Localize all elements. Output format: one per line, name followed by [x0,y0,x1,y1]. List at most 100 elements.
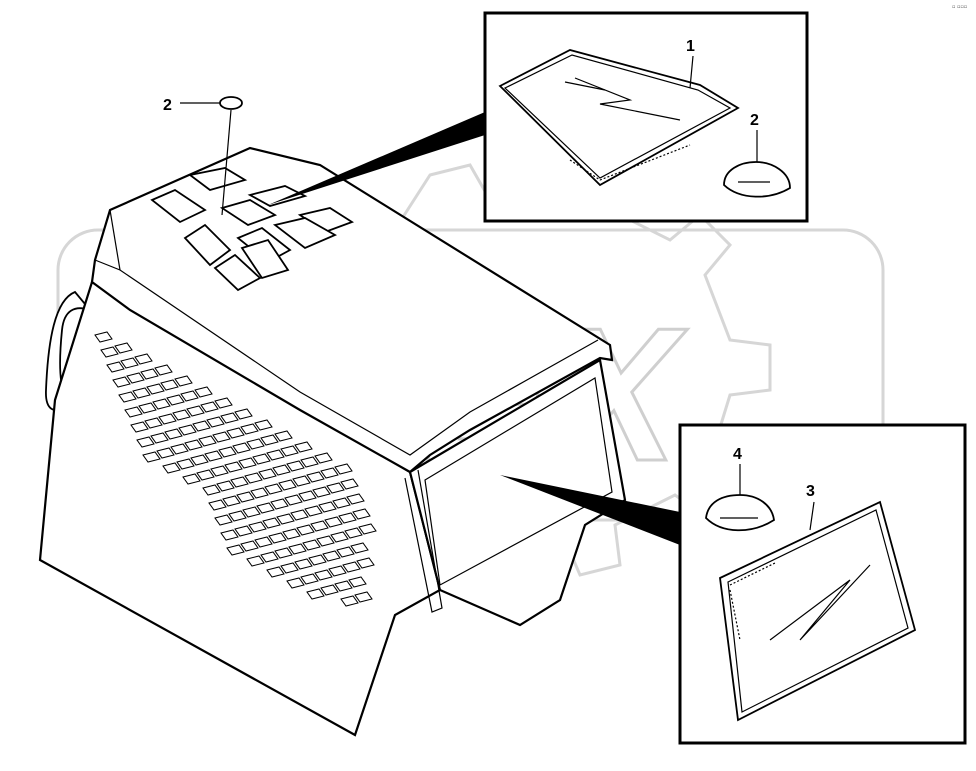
rear-glass-part[interactable] [719,500,917,722]
mesh-cell [312,486,331,498]
mesh-cell [348,576,367,588]
mesh-cell [220,412,239,424]
mesh-cell [350,542,369,554]
mesh-cell [142,451,161,463]
mesh-cell [216,480,235,492]
callout-label: 2 [750,112,759,129]
mesh-cell [318,501,337,513]
mesh-cell [160,379,179,391]
mesh-cell [254,419,273,431]
mesh-cell [134,353,153,365]
mesh-cell [294,441,313,453]
mesh-cell [286,577,305,589]
mesh-cell [210,465,229,477]
inset-rear-glass: 3 4 [678,423,967,745]
pointer-top-inset [268,112,485,205]
mesh-cell [306,471,325,483]
mesh-cell [154,364,173,376]
mesh-cell [146,383,165,395]
mesh-cell [260,434,279,446]
mesh-cell [238,457,257,469]
mesh-cell [332,497,351,509]
mesh-cell [124,406,143,418]
mesh-cell [222,495,241,507]
mesh-cell [254,536,273,548]
callout-label: 2 [163,97,172,114]
mesh-cell [272,464,291,476]
mesh-cell [224,461,243,473]
mesh-cell [262,517,281,529]
mesh-cell [192,420,211,432]
mesh-cell [306,588,325,600]
mesh-cell [186,405,205,417]
mesh-cell [226,427,245,439]
mesh-cell [328,565,347,577]
mesh-cell [114,342,133,354]
mesh-cell [270,498,289,510]
corner-mark: ▫ ▫▫▫ [952,4,967,10]
mesh-cell [274,547,293,559]
mesh-cell [298,490,317,502]
mesh-cell [300,456,319,468]
mesh-cell [136,436,155,448]
mesh-cell [250,487,269,499]
mesh-cell [140,368,159,380]
cab-assembly [38,146,627,737]
mesh-cell [236,491,255,503]
mesh-cell [106,361,125,373]
roof-cap-part[interactable] [219,96,243,110]
mesh-cell [256,502,275,514]
mesh-cell [226,544,245,556]
inset-roof-glass: 1 2 [483,11,809,223]
mesh-cell [246,438,265,450]
cab-roof-front-edge [94,259,599,456]
mesh-cell [284,494,303,506]
mesh-cell [240,423,259,435]
mesh-cell [308,554,327,566]
callout-main-top-cap: 2 [163,96,243,216]
mesh-cell [266,566,285,578]
mesh-cell [196,469,215,481]
mesh-cell [100,346,119,358]
mesh-cell [178,424,197,436]
mesh-cell [310,520,329,532]
mesh-cell [314,452,333,464]
mesh-cell [138,402,157,414]
mesh-cell [126,372,145,384]
mesh-cell [344,527,363,539]
callout-label: 3 [806,483,815,500]
mesh-cell [304,505,323,517]
front-mesh-grille [94,331,377,607]
mesh-cell [170,443,189,455]
mesh-cell [162,462,181,474]
mesh-cell [118,391,137,403]
mesh-cell [340,595,359,607]
mesh-cell [314,569,333,581]
roof-cap-detail-part[interactable] [723,161,791,198]
callout-label: 1 [686,38,695,55]
mesh-cell [182,473,201,485]
mesh-cell [176,458,195,470]
mesh-cell [190,454,209,466]
mesh-cell [264,483,283,495]
mesh-cell [130,421,149,433]
mesh-cell [194,386,213,398]
mesh-cell [334,463,353,475]
rear-cap-part[interactable] [705,494,775,532]
mesh-cell [282,528,301,540]
mesh-cell [184,439,203,451]
pointer-bottom-inset [500,475,680,545]
roof-glass-part[interactable] [498,49,740,187]
mesh-cell [334,580,353,592]
mesh-cell [346,493,365,505]
mesh-cell [232,442,251,454]
mesh-cell [240,540,259,552]
mesh-cell [268,532,287,544]
mesh-cell [156,447,175,459]
mesh-cell [274,430,293,442]
mesh-cell [198,435,217,447]
mesh-cell [172,409,191,421]
mesh-cell [218,446,237,458]
mesh-cell [228,510,247,522]
